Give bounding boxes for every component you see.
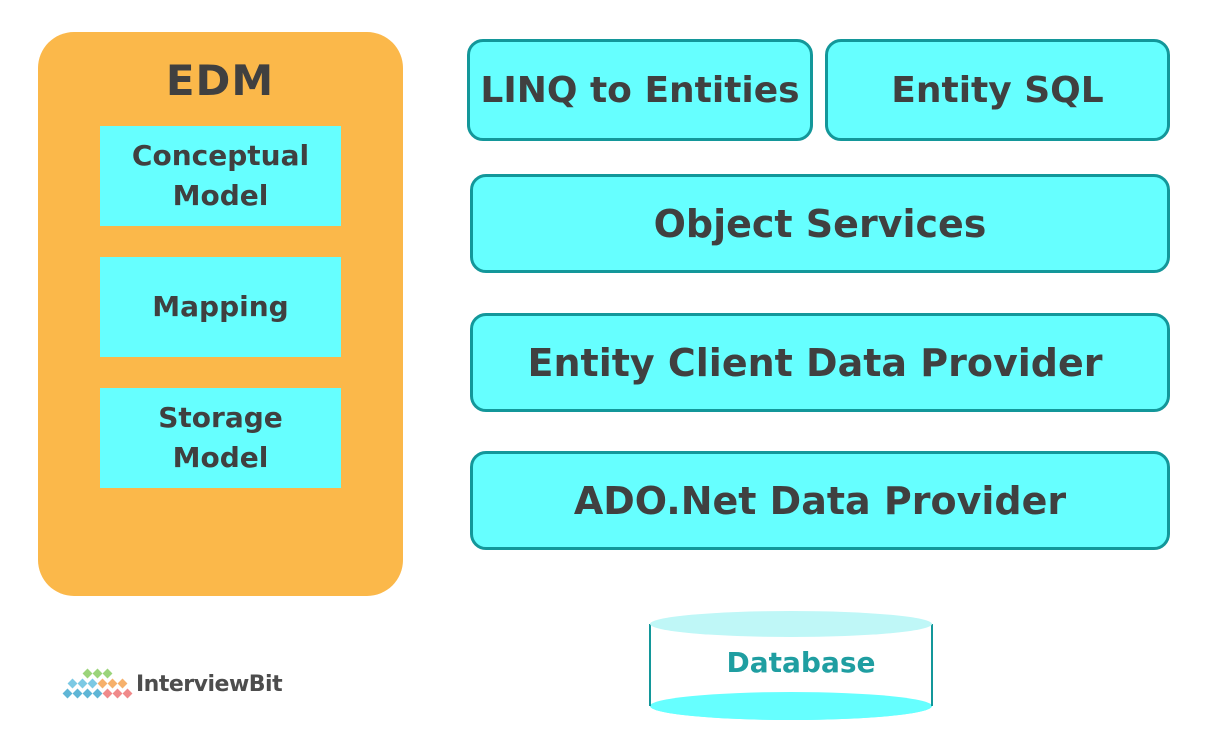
entity-sql-box: Entity SQL [825,39,1170,141]
conceptual-model-box: Conceptual Model [100,126,341,226]
storage-model-box: Storage Model [100,388,341,488]
ado-net-data-provider-box: ADO.Net Data Provider [470,451,1170,550]
edm-title: EDM [165,56,275,105]
entity-client-data-provider-box: Entity Client Data Provider [470,313,1170,412]
interviewbit-brand-name: InterviewBit [136,672,283,697]
database-cylinder [649,611,933,720]
object-services-box: Object Services [470,174,1170,273]
linq-to-entities-box: LINQ to Entities [467,39,813,141]
interviewbit-logo-icon [62,668,133,699]
mapping-box: Mapping [100,257,341,357]
database-label: Database [726,646,876,679]
